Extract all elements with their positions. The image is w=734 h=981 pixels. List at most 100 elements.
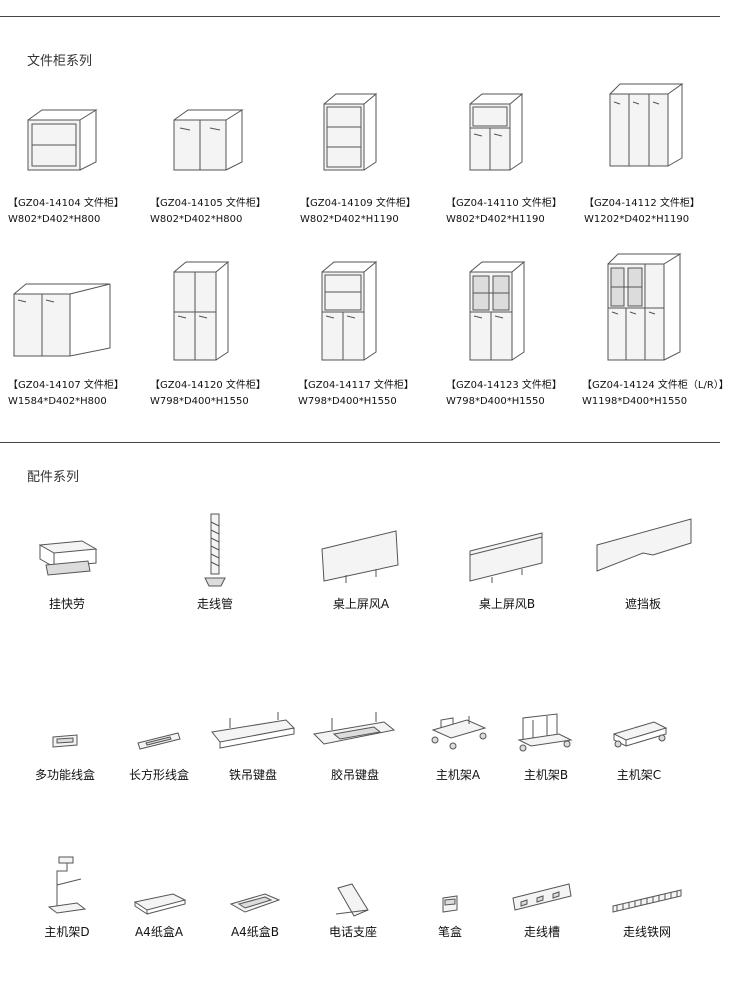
cabinet-dimensions: W798*D400*H1550	[150, 396, 249, 407]
accessory-item: 铁吊键盘	[198, 710, 308, 785]
accessory-label: 走线管	[196, 597, 233, 611]
cable-riser-image	[204, 513, 226, 587]
accessories-section-title: 配件系列	[27, 470, 80, 485]
cabinet-dimensions: W1198*D400*H1550	[582, 396, 688, 407]
accessory-label: A4纸盒A	[134, 925, 184, 939]
cabinet-item-14109: 【GZ04-14109 文件柜】 W802*D402*H1190	[300, 88, 450, 235]
accessory-item: 多功能线盒	[10, 725, 120, 785]
four-door-tall-cabinet-image	[173, 261, 230, 361]
glass-door-tall-cabinet-image	[469, 261, 526, 361]
cabinet-item-14105: 【GZ04-14105 文件柜】 W802*D402*H800	[150, 100, 300, 235]
pen-box-image	[442, 895, 458, 913]
accessory-label: 主机架A	[435, 768, 481, 782]
accessory-label: 挂快劳	[48, 597, 85, 611]
accessory-label: 走线槽	[523, 925, 560, 939]
cabinet-item-14112: 【GZ04-14112 文件柜】 W1202*D402*H1190	[584, 80, 734, 235]
accessory-label: 笔盒	[437, 925, 462, 939]
wide-four-door-low-cabinet-image	[13, 283, 111, 357]
cabinet-dimensions: W798*D400*H1550	[298, 396, 397, 407]
accessory-label: 电话支座	[328, 925, 377, 939]
a4-tray-a-image	[133, 893, 187, 915]
accessory-item: 电话支座	[298, 880, 408, 945]
open-shelf-cabinet-image	[27, 109, 98, 171]
hanging-file-frame-image	[38, 540, 98, 576]
cabinet-code: 【GZ04-14112 文件柜】	[584, 198, 700, 209]
cabinet-item-14117: 【GZ04-14117 文件柜】 W798*D400*H1550	[298, 258, 448, 418]
cabinets-section-title: 文件柜系列	[27, 54, 93, 69]
wire-mesh-trough-image	[612, 889, 682, 913]
shelf-over-door-tall-cabinet-image	[321, 261, 378, 361]
cpu-holder-a-image	[431, 716, 487, 750]
accessory-label: 主机架C	[616, 768, 662, 782]
cabinet-dimensions: W802*D402*H1190	[446, 214, 545, 225]
accessory-item: 主机架A	[403, 710, 513, 785]
accessory-item: 走线铁网	[592, 880, 702, 945]
phone-stand-image	[335, 883, 369, 917]
accessory-label: 胶吊键盘	[330, 768, 379, 782]
cabinet-code: 【GZ04-14107 文件柜】	[8, 380, 124, 391]
cabinet-item-14124: 【GZ04-14124 文件柜（L/R）】 W1198*D400*H1550	[582, 250, 732, 418]
plastic-keyboard-tray-image	[312, 712, 396, 745]
top-divider	[0, 16, 720, 17]
accessory-label: 多功能线盒	[34, 768, 95, 782]
accessory-item: 长方形线盒	[104, 725, 214, 785]
cabinet-dimensions: W1202*D402*H1190	[584, 214, 690, 225]
accessory-item: 走线槽	[487, 878, 597, 945]
accessory-label: 走线铁网	[622, 925, 671, 939]
accessory-label: 桌上屏风B	[478, 597, 536, 611]
accessory-label: 桌上屏风A	[332, 597, 390, 611]
cable-trough-image	[512, 883, 572, 911]
accessory-item: 笔盒	[395, 890, 505, 945]
cabinet-item-14120: 【GZ04-14120 文件柜】 W798*D400*H1550	[150, 258, 300, 418]
accessory-label: 主机架B	[523, 768, 569, 782]
accessory-label: A4纸盒B	[230, 925, 280, 939]
modesty-panel-image	[596, 518, 692, 572]
cabinet-dimensions: W798*D400*H1550	[446, 396, 545, 407]
cabinet-code: 【GZ04-14124 文件柜（L/R）】	[582, 380, 729, 391]
accessory-item: A4纸盒A	[104, 890, 214, 945]
a4-tray-b-image	[229, 893, 281, 913]
section-divider	[0, 442, 720, 443]
cabinet-item-14110: 【GZ04-14110 文件柜】 W802*D402*H1190	[446, 88, 596, 235]
accessory-item: A4纸盒B	[200, 890, 310, 945]
accessory-item: 桌上屏风B	[452, 525, 562, 615]
cabinet-item-14104: 【GZ04-14104 文件柜】 W802*D402*H800	[8, 100, 158, 235]
half-open-door-cabinet-image	[469, 93, 524, 171]
rectangular-cable-box-image	[137, 732, 181, 750]
cabinet-dimensions: W802*D402*H800	[150, 214, 243, 225]
accessory-item: 走线管	[160, 512, 270, 615]
multifunction-cable-box-image	[52, 734, 78, 748]
accessory-item: 挂快劳	[12, 535, 122, 615]
three-door-tall-cabinet-image	[609, 83, 684, 167]
cabinet-code: 【GZ04-14110 文件柜】	[446, 198, 562, 209]
cabinet-code: 【GZ04-14120 文件柜】	[150, 380, 266, 391]
cabinet-dimensions: W802*D402*H1190	[300, 214, 399, 225]
glass-three-door-tall-cabinet-image	[607, 253, 682, 361]
cabinet-code: 【GZ04-14123 文件柜】	[446, 380, 562, 391]
cabinet-item-14107: 【GZ04-14107 文件柜】 W1584*D402*H800	[8, 278, 158, 418]
accessory-item: 主机架B	[491, 710, 601, 785]
cpu-holder-b-image	[517, 713, 573, 752]
accessory-label: 铁吊键盘	[228, 768, 277, 782]
accessory-item: 胶吊键盘	[300, 710, 410, 785]
accessory-label: 长方形线盒	[128, 768, 189, 782]
cpu-holder-c-image	[612, 721, 668, 748]
cabinet-code: 【GZ04-14105 文件柜】	[150, 198, 266, 209]
accessory-item: 主机架C	[584, 710, 694, 785]
desk-screen-b-image	[469, 532, 543, 583]
cabinet-code: 【GZ04-14104 文件柜】	[8, 198, 124, 209]
cabinet-code: 【GZ04-14117 文件柜】	[298, 380, 414, 391]
cpu-holder-d-image	[47, 856, 87, 914]
accessory-item: 遮挡板	[588, 515, 698, 615]
two-door-low-cabinet-image	[173, 109, 244, 171]
desk-screen-a-image	[321, 530, 399, 583]
cabinet-dimensions: W802*D402*H800	[8, 214, 101, 225]
accessory-item: 桌上屏风A	[306, 525, 416, 615]
cabinet-dimensions: W1584*D402*H800	[8, 396, 107, 407]
tall-open-shelf-cabinet-image	[323, 93, 378, 171]
steel-keyboard-tray-image	[211, 712, 296, 749]
cabinet-item-14123: 【GZ04-14123 文件柜】 W798*D400*H1550	[446, 258, 596, 418]
accessory-label: 主机架D	[44, 925, 90, 939]
accessory-item: 主机架D	[12, 855, 122, 945]
accessory-label: 遮挡板	[624, 597, 661, 611]
